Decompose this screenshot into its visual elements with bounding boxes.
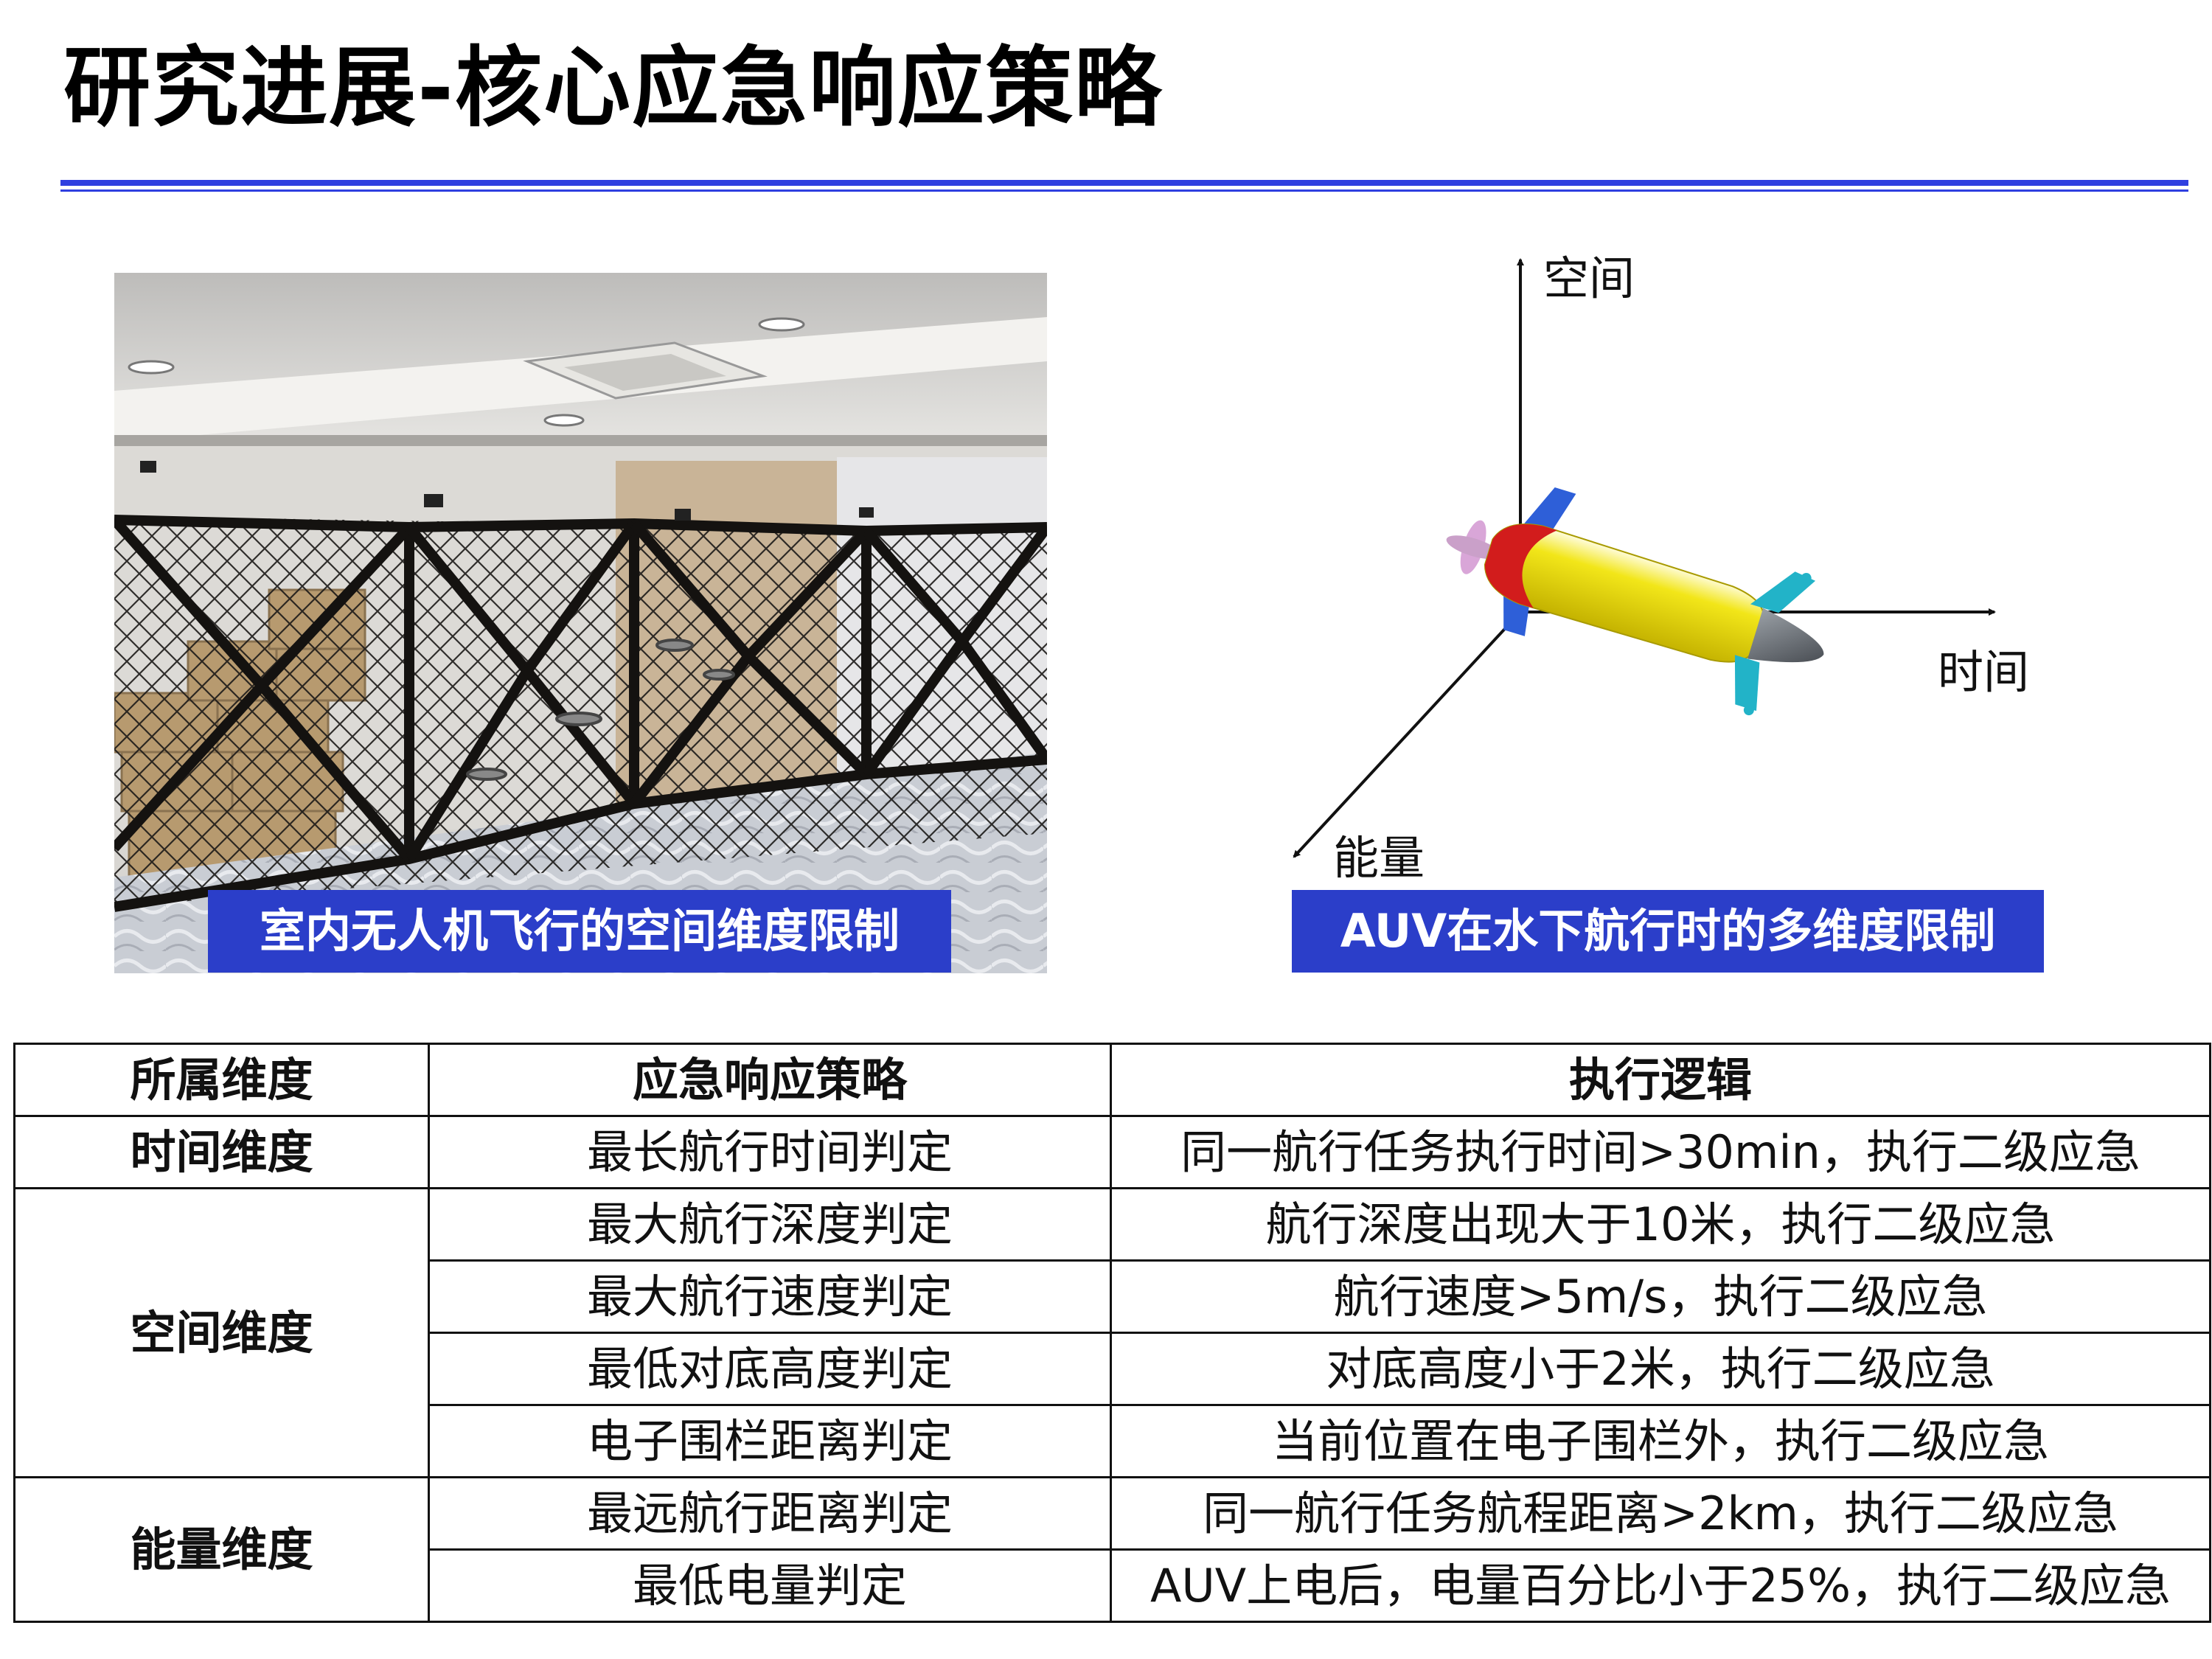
table-row: 最低电量判定 AUV上电后，电量百分比小于25%，执行二级应急 [15, 1548, 2211, 1623]
page-title: 研究进展-核心应急响应策略 [63, 37, 1163, 139]
header-logic: 执行逻辑 [1110, 1043, 2211, 1117]
header-strategy: 应急响应策略 [428, 1043, 1112, 1117]
strategy-cell: 最低对底高度判定 [428, 1332, 1112, 1406]
title-divider-thin [60, 189, 2188, 192]
header-dimension: 所属维度 [13, 1043, 430, 1117]
logic-cell: 同一航行任务执行时间>30min，执行二级应急 [1110, 1115, 2211, 1189]
axis-label-space: 空间 [1543, 251, 1635, 305]
axis-label-energy: 能量 [1333, 831, 1425, 885]
strategy-cell: 最低电量判定 [428, 1548, 1112, 1623]
table-row: 最低对底高度判定 对底高度小于2米，执行二级应急 [15, 1332, 2211, 1406]
dimension-cell: 时间维度 [13, 1115, 430, 1189]
table-row: 最大航行速度判定 航行速度>5m/s，执行二级应急 [15, 1259, 2211, 1334]
logic-cell: 航行速度>5m/s，执行二级应急 [1110, 1259, 2211, 1334]
emergency-strategy-table: 所属维度 应急响应策略 执行逻辑 时间维度 最长航行时间判定 同一航行任务执行时… [13, 1043, 2211, 1623]
strategy-cell: 最大航行速度判定 [428, 1259, 1112, 1334]
dimension-cell: 能量维度 [13, 1476, 430, 1623]
table-row: 能量维度 最远航行距离判定 同一航行任务航程距离>2km，执行二级应急 [13, 1476, 2211, 1623]
right-caption: AUV在水下航行时的多维度限制 [1292, 890, 2044, 973]
auv-constraint-diagram [1253, 243, 2065, 885]
table-row: 时间维度 最长航行时间判定 同一航行任务执行时间>30min，执行二级应急 [13, 1115, 2211, 1189]
indoor-drone-cage-photo [114, 273, 1047, 973]
strategy-cell: 最长航行时间判定 [428, 1115, 1112, 1189]
left-caption: 室内无人机飞行的空间维度限制 [208, 890, 951, 973]
title-divider [60, 180, 2188, 186]
table-row: 空间维度 最大航行深度判定 航行深度出现大于10米，执行二级应急 [13, 1187, 2211, 1478]
strategy-cell: 最远航行距离判定 [428, 1476, 1112, 1551]
table-header-row: 所属维度 应急响应策略 执行逻辑 [13, 1043, 2211, 1117]
logic-cell: 对底高度小于2米，执行二级应急 [1110, 1332, 2211, 1406]
logic-cell: AUV上电后，电量百分比小于25%，执行二级应急 [1110, 1548, 2211, 1623]
logic-cell: 同一航行任务航程距离>2km，执行二级应急 [1110, 1476, 2211, 1551]
logic-cell: 当前位置在电子围栏外，执行二级应急 [1110, 1404, 2211, 1478]
strategy-cell: 最大航行深度判定 [428, 1187, 1112, 1262]
logic-cell: 航行深度出现大于10米，执行二级应急 [1110, 1187, 2211, 1262]
strategy-cell: 电子围栏距离判定 [428, 1404, 1112, 1478]
dimension-cell: 空间维度 [13, 1187, 430, 1478]
table-row: 电子围栏距离判定 当前位置在电子围栏外，执行二级应急 [15, 1404, 2211, 1478]
axis-label-time: 时间 [1938, 645, 2030, 699]
